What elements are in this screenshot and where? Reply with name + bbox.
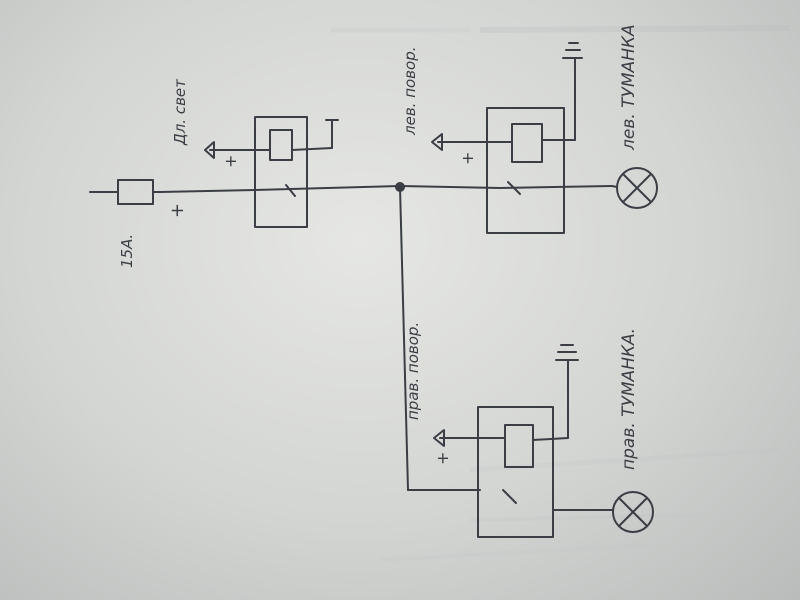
fuse-symbol: [89, 179, 161, 205]
trunk-wire-to-right-relay: [399, 186, 481, 491]
high-beam-relay: [204, 116, 339, 228]
left-fog-relay: [431, 42, 583, 234]
fuse-label: 15А.: [118, 234, 136, 268]
left-fog-label: лев. ТУМАНКА: [619, 24, 639, 151]
supply-plus-sign: +: [167, 203, 188, 218]
right-fog-relay: [433, 344, 613, 538]
high-beam-relay-plus: +: [221, 155, 240, 168]
right-fog-label: прав. ТУМАНКА.: [619, 328, 639, 470]
right-turn-label: прав. повор.: [404, 322, 422, 420]
right-fog-lamp: [612, 491, 654, 533]
left-fog-lamp: [611, 167, 658, 209]
left-relay-plus: +: [458, 152, 477, 165]
main-bus-wire: [159, 185, 613, 193]
right-relay-plus: +: [433, 452, 452, 465]
high-beam-label: Дл. свет: [171, 78, 189, 146]
left-turn-label: лев. повор.: [401, 47, 419, 136]
